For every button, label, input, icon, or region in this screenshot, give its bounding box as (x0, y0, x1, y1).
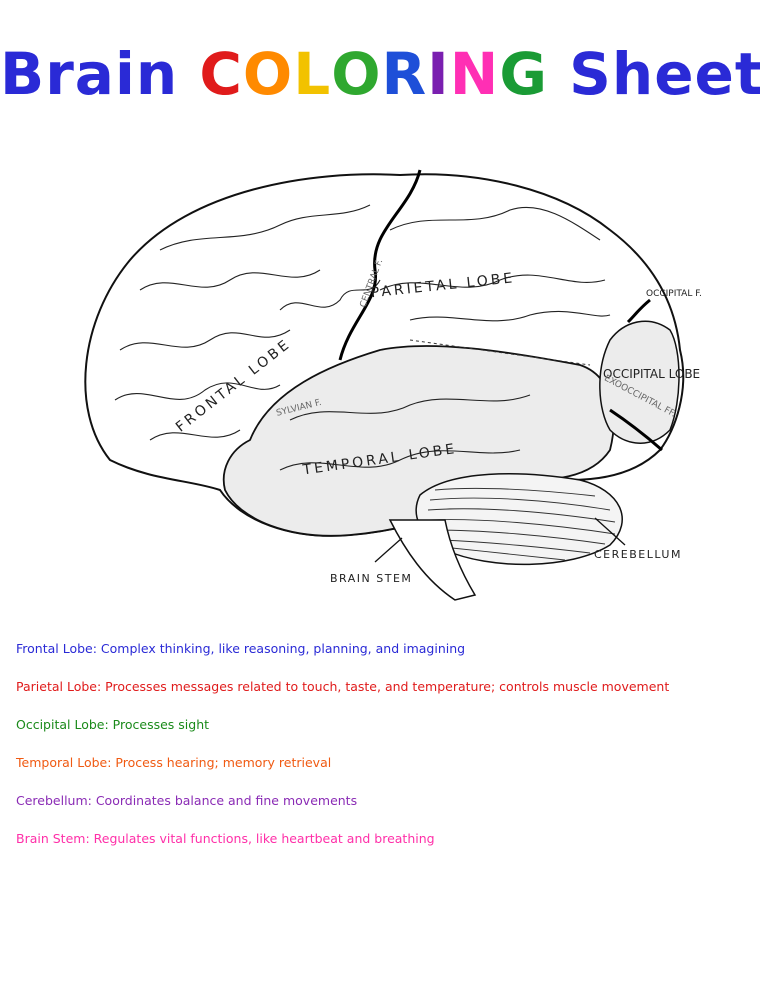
legend-list: Frontal Lobe: Complex thinking, like rea… (16, 640, 746, 868)
legend-item-temporal: Temporal Lobe: Process hearing; memory r… (16, 755, 332, 770)
legend-item-cerebellum: Cerebellum: Coordinates balance and fine… (16, 793, 358, 808)
cerebellum-label: CEREBELLUM (594, 548, 682, 561)
page-title: Brain COLORING Sheet! (0, 40, 760, 108)
occipital-lobe-label: OCCIPITAL LOBE (603, 367, 700, 381)
title-letter: O (242, 40, 294, 108)
title-letter: L (293, 40, 332, 108)
cerebellum-pointer (594, 517, 626, 546)
sylvian-dotted-line (409, 339, 591, 366)
legend-item-parietal: Parietal Lobe: Processes messages relate… (16, 679, 670, 694)
title-letter: C (199, 40, 243, 108)
title-letter: R (381, 40, 428, 108)
title-word-brain: Brain (0, 40, 179, 108)
brain-stem-region (388, 519, 477, 601)
occipital-lobe-label-text: OCCIPITAL LOBE (603, 367, 700, 381)
cerebellum-folia (427, 487, 616, 561)
occipital-lobe-region (599, 320, 680, 444)
title-letter: N (449, 40, 500, 108)
occipital-fissure (626, 298, 651, 324)
occipital-fissure-label: OCCIPITAL F. (646, 289, 702, 299)
exoccipital-fissure (609, 408, 663, 452)
legend-item-frontal: Frontal Lobe: Complex thinking, like rea… (16, 641, 466, 656)
title-letter: O (331, 40, 382, 108)
title-word-sheet: Sheet! (569, 40, 760, 108)
title-word-coloring: COLORING (199, 40, 569, 108)
brain-stem-label: BRAIN STEM (330, 572, 412, 585)
title-letter: I (427, 40, 450, 108)
gyri-lines (114, 204, 611, 471)
legend-item-occipital: Occipital Lobe: Processes sight (16, 717, 210, 732)
legend-item-brain-stem: Brain Stem: Regulates vital functions, l… (16, 831, 435, 846)
brain-stem-pointer (374, 537, 403, 563)
title-letter: G (499, 40, 548, 108)
central-fissure (338, 169, 422, 361)
brain-diagram: FRONTAL LOBE PARIETAL LOBE TEMPORAL LOBE… (84, 169, 702, 601)
temporal-lobe-region (222, 345, 615, 537)
